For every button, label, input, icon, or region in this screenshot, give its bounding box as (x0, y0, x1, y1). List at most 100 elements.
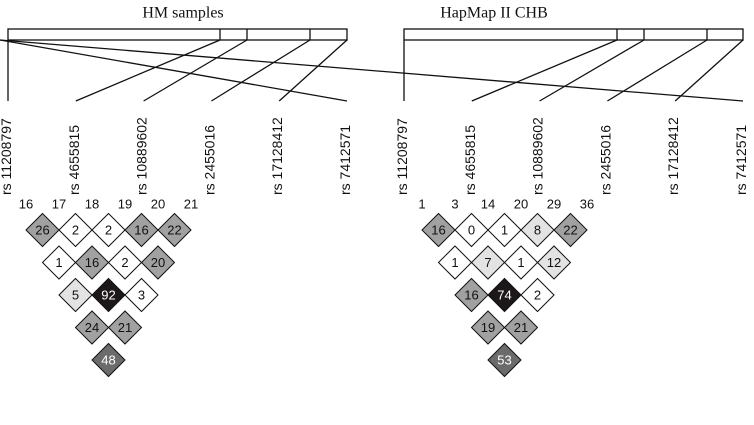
ld-cell: 1 (503, 245, 539, 280)
snp-label: rs 10889602 (134, 117, 150, 195)
ld-cell-value: 2 (72, 222, 79, 237)
ld-cell-value: 3 (138, 287, 145, 302)
ld-cell-value: 26 (35, 222, 49, 237)
ld-cell: 21 (107, 310, 143, 345)
ld-cell-shape (91, 277, 126, 313)
snp-label: rs 7412571 (733, 125, 749, 195)
ld-cell: 22 (553, 212, 588, 248)
snp-connector (278, 39, 348, 102)
snp-label: rs 2455016 (201, 125, 217, 195)
ld-cell-shape (503, 310, 539, 345)
ld-cell-value: 1 (55, 255, 62, 270)
ld-cell-value: 74 (497, 287, 511, 302)
ld-cell: 21 (503, 310, 539, 345)
ld-cell-value: 1 (501, 222, 508, 237)
ld-cell: 0 (454, 212, 489, 248)
ld-cell: 19 (470, 310, 506, 345)
ld-cell-shape (454, 277, 489, 313)
snp-connector (0, 39, 744, 102)
ld-cell-shape (421, 212, 456, 248)
ld-cell: 3 (124, 277, 159, 313)
ld-cell-shape (124, 277, 159, 313)
ld-cell-shape (107, 310, 143, 345)
ld-cell-value: 16 (431, 222, 445, 237)
ld-cell: 16 (124, 212, 159, 248)
ld-cell-shape (157, 212, 192, 248)
ld-cell-value: 19 (481, 320, 495, 335)
ld-cell-shape (470, 310, 506, 345)
snp-connector (471, 39, 618, 102)
ld-cell-value: 2 (534, 287, 541, 302)
snp-connector (143, 39, 248, 102)
ld-cell: 74 (487, 277, 522, 313)
ld-cell: 16 (454, 277, 489, 313)
ld-cell: 1 (41, 245, 77, 280)
snp-label: rs 17128412 (665, 117, 681, 195)
snp-label: rs 11208797 (394, 118, 410, 195)
ld-cell-shape (520, 277, 555, 313)
ld-cell-value: 22 (167, 222, 181, 237)
snp-label: rs 4655815 (66, 125, 82, 195)
snp-connector (0, 39, 348, 102)
position-label: 19 (118, 196, 132, 211)
panel-hm: HM samples rs 11208797 rs 4655815 rs 108896… (0, 5, 353, 378)
ld-cell-value: 20 (151, 255, 165, 270)
ld-cell-shape (487, 212, 522, 248)
ld-cell: 1 (487, 212, 522, 248)
ld-cell-shape (437, 245, 473, 280)
ld-cell-shape (107, 245, 143, 280)
ld-cell: 2 (91, 212, 126, 248)
ld-cell-shape (91, 342, 126, 378)
position-label: 20 (514, 196, 528, 211)
ld-cell-value: 2 (105, 222, 112, 237)
ld-cell-shape (454, 212, 489, 248)
ld-cell-value: 21 (514, 320, 528, 335)
ld-cell-shape (74, 245, 110, 280)
ld-cell-value: 5 (72, 287, 79, 302)
ld-cell-value: 0 (468, 222, 475, 237)
ld-cell: 16 (421, 212, 456, 248)
ld-cell-shape (25, 212, 60, 248)
position-label: 18 (85, 196, 99, 211)
ld-cell-shape (536, 245, 572, 280)
ld-cell-value: 22 (563, 222, 577, 237)
ld-cell: 26 (25, 212, 60, 248)
ld-cell-shape (503, 245, 539, 280)
ld-cell-value: 92 (101, 287, 115, 302)
ld-cell: 20 (140, 245, 176, 280)
snp-connector (75, 39, 221, 102)
snp-connector (539, 39, 645, 102)
ld-cell: 2 (58, 212, 93, 248)
position-label: 20 (151, 196, 165, 211)
snp-label: rs 17128412 (269, 117, 285, 195)
ld-cell: 48 (91, 342, 126, 378)
ld-cell-value: 7 (484, 255, 491, 270)
ld-cell-shape (487, 342, 522, 378)
ld-cell-value: 16 (464, 287, 478, 302)
panel-title: HM samples (142, 5, 223, 22)
ld-cell-shape (58, 277, 93, 313)
position-label: 14 (481, 196, 495, 211)
position-label: 16 (19, 196, 33, 211)
snp-connector (211, 39, 311, 102)
ld-cell-shape (520, 212, 555, 248)
snp-label: rs 11208797 (0, 118, 14, 195)
ld-cell-value: 8 (534, 222, 541, 237)
position-label: 36 (580, 196, 594, 211)
ld-cell-shape (487, 277, 522, 313)
ld-cell-shape (140, 245, 176, 280)
snp-connector (607, 39, 708, 102)
position-label: 1 (418, 196, 425, 211)
ld-cell: 24 (74, 310, 110, 345)
ld-cell: 1 (437, 245, 473, 280)
ld-cell-value: 1 (451, 255, 458, 270)
ld-cell: 22 (157, 212, 192, 248)
ld-cell: 2 (520, 277, 555, 313)
ld-cell-value: 16 (85, 255, 99, 270)
ld-cell-shape (41, 245, 77, 280)
ld-cell-value: 48 (101, 352, 115, 367)
ld-cell: 2 (107, 245, 143, 280)
ld-cell: 12 (536, 245, 572, 280)
ld-cell: 92 (91, 277, 126, 313)
